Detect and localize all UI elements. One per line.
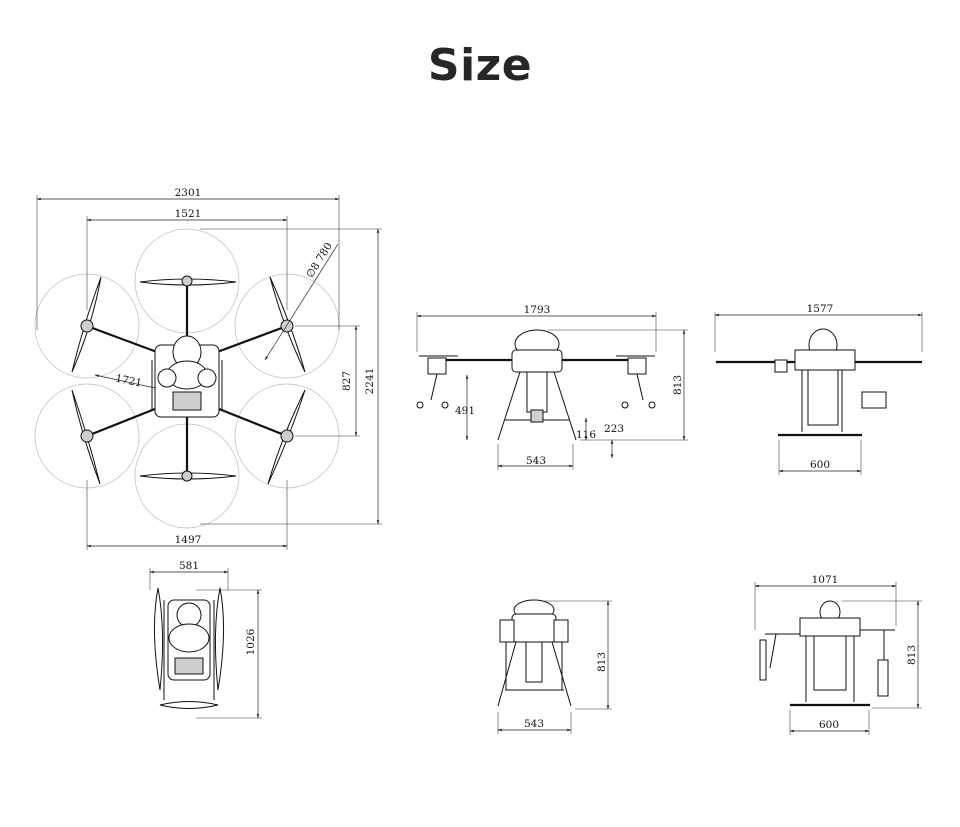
- label-223: 223: [604, 423, 624, 435]
- label-2301: 2301: [175, 187, 202, 199]
- label-2241: 2241: [364, 368, 376, 395]
- folded-side-view: 1071 813 600: [754, 574, 922, 735]
- label-1071: 1071: [812, 574, 839, 586]
- label-folded-side-600: 600: [819, 719, 839, 731]
- folded-top-frame: [153, 587, 225, 709]
- folded-front-frame: [497, 599, 572, 707]
- front-view-frame: [416, 329, 656, 441]
- label-1793: 1793: [524, 304, 551, 316]
- label-front-813: 813: [672, 375, 684, 395]
- folded-side-dimensions: [754, 582, 922, 735]
- motor-hubs: [80, 275, 294, 482]
- label-827: 827: [341, 371, 353, 391]
- top-view: 2301 1521 ∅8 780 1721 827 2241 1497: [34, 187, 382, 550]
- label-1497: 1497: [175, 534, 202, 546]
- page-title: Size: [427, 40, 533, 91]
- folded-top-dimensions: [149, 568, 262, 719]
- label-folded-front-543: 543: [524, 718, 544, 730]
- label-prop-diameter: ∅8 780: [304, 241, 335, 281]
- folded-front-view: 813 543: [497, 599, 612, 734]
- label-116: 116: [576, 429, 596, 441]
- side-view-dimensions: [714, 312, 923, 475]
- label-581: 581: [179, 560, 199, 572]
- top-view-dimensions: [36, 195, 382, 550]
- label-491: 491: [455, 405, 475, 417]
- label-side-600: 600: [810, 459, 830, 471]
- label-folded-side-813: 813: [906, 645, 918, 665]
- folded-top-view: 581 1026: [149, 560, 262, 719]
- label-1521: 1521: [175, 208, 202, 220]
- label-1577: 1577: [807, 303, 834, 315]
- drone-body: [151, 335, 223, 418]
- label-1026: 1026: [245, 628, 257, 655]
- folded-side-frame: [759, 600, 895, 707]
- folded-front-dimensions: [497, 600, 612, 734]
- front-view-dimensions: [416, 312, 688, 470]
- front-view: 1793 813 491 116 223 543: [416, 304, 688, 470]
- label-front-543: 543: [526, 455, 546, 467]
- side-view-frame: [716, 328, 922, 437]
- label-1721: 1721: [114, 372, 143, 389]
- label-folded-front-813: 813: [596, 652, 608, 672]
- side-view: 1577 600: [714, 303, 923, 475]
